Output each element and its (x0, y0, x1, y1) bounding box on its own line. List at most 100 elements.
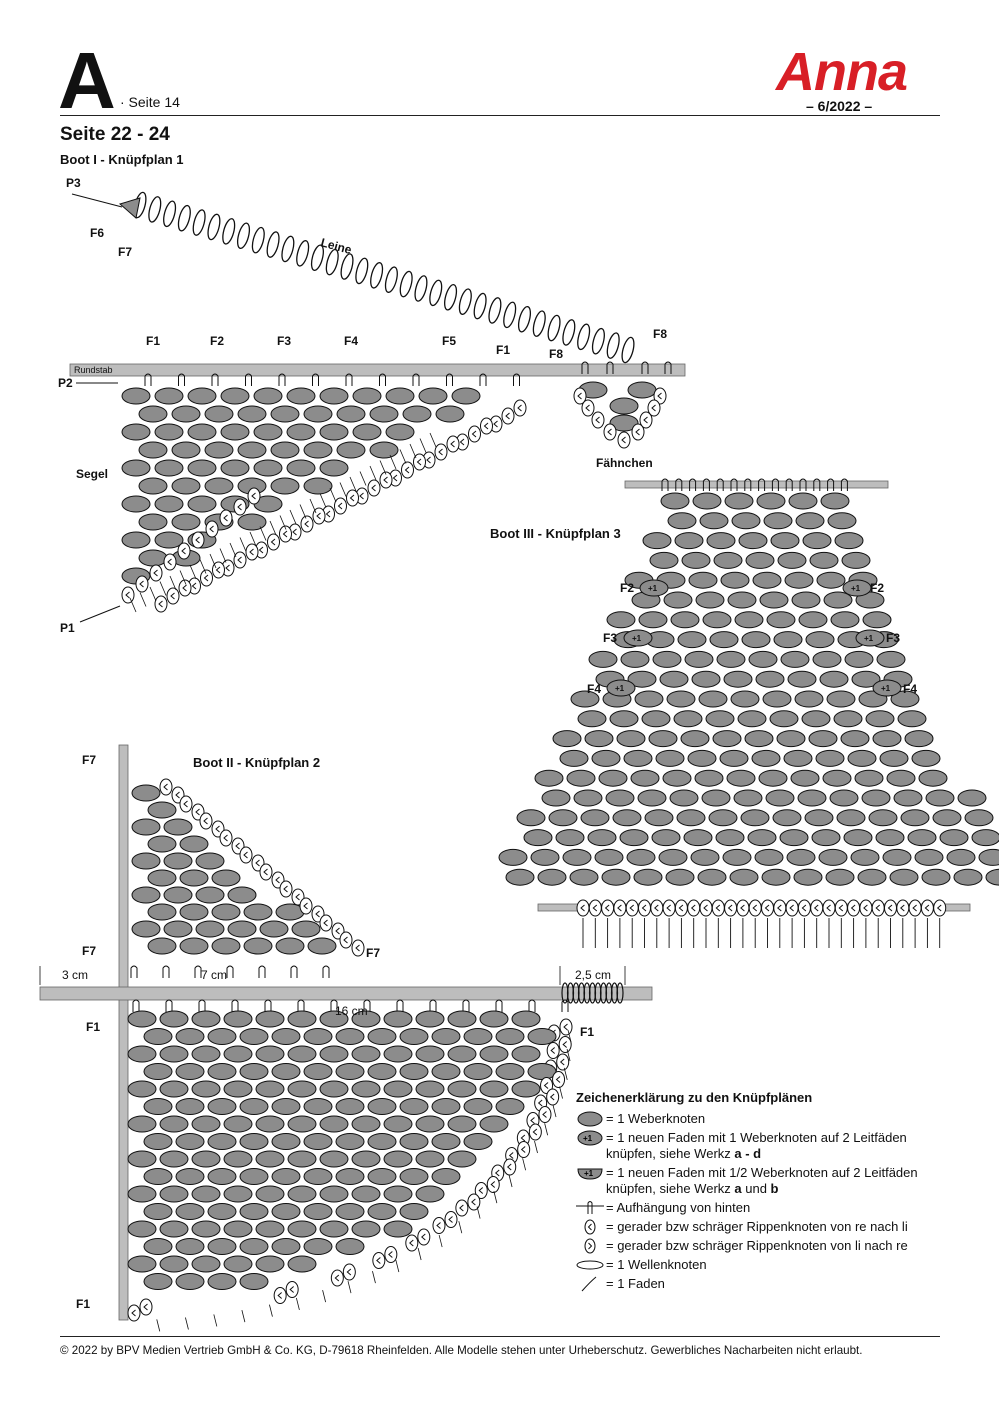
coil-loop (517, 305, 532, 333)
weberknoten (319, 459, 349, 477)
weberknoten (833, 710, 863, 728)
rippenknoten (330, 1269, 344, 1287)
weberknoten (886, 769, 916, 787)
legend: Zeichenerklärung zu den Knüpfplänen = 1 … (576, 1090, 956, 1295)
legend-item-plus-full: +1= 1 neuen Faden mit 1 Weberknoten auf … (576, 1130, 956, 1162)
coil-loop (488, 297, 502, 324)
weberknoten (383, 1010, 413, 1028)
weberknoten (307, 937, 337, 955)
weberknoten (623, 749, 653, 767)
legend-item-haenger: = Aufhängung von hinten (576, 1200, 956, 1216)
leine-half-knot (118, 197, 141, 219)
weberknoten (385, 387, 415, 405)
weberknoten (255, 1045, 285, 1063)
plus-full-icon: +1 (576, 1130, 606, 1146)
rippenknoten (219, 829, 233, 847)
weberknoten (925, 789, 955, 807)
weberknoten (744, 730, 774, 748)
weberknoten (287, 1115, 317, 1133)
weberknoten (191, 1150, 221, 1168)
hanger-loop (264, 999, 272, 1013)
rippenknoten (785, 899, 799, 917)
weberknoten (609, 397, 639, 415)
b2-label-f7-right: F7 (366, 946, 380, 960)
weberknoten (143, 1098, 173, 1115)
weberknoten (303, 1133, 333, 1150)
b3-label-f4-left: F4 (587, 682, 601, 696)
weberknoten (303, 1238, 333, 1255)
boot2-horizontal-rod (39, 986, 653, 1001)
weberknoten (964, 809, 994, 827)
weberknoten (670, 611, 700, 629)
weberknoten (641, 710, 671, 728)
weberknoten (220, 459, 250, 477)
coil-loop (281, 235, 295, 263)
rippenknoten (631, 423, 645, 441)
weberknoten (479, 1080, 509, 1098)
weberknoten (207, 1098, 237, 1115)
weberknoten (447, 1045, 477, 1063)
section-title: Seite 22 - 24 (60, 124, 170, 145)
weberknoten (237, 513, 267, 531)
weberknoten (415, 1080, 445, 1098)
weberknoten (159, 1010, 189, 1028)
legend-title: Zeichenerklärung zu den Knüpfplänen (576, 1090, 813, 1105)
weberknoten (223, 1115, 253, 1133)
coil-loop (177, 204, 191, 232)
rippenknoten (699, 899, 713, 917)
coil-loop (148, 196, 162, 223)
rippenknoten (603, 423, 617, 441)
weberknoten (335, 1168, 365, 1185)
weberknoten (745, 551, 775, 569)
fringe-strand (329, 487, 337, 503)
coil-loop (251, 226, 265, 254)
weberknoten (737, 710, 767, 728)
weberknoten (191, 1185, 221, 1203)
b2-label-f7-top: F7 (82, 753, 96, 767)
weberknoten (127, 1185, 157, 1203)
footer-copyright: © 2022 by BPV Medien Vertrieb GmbH & Co.… (60, 1344, 863, 1357)
fringe-strand (319, 493, 327, 508)
weberknoten (239, 1168, 269, 1185)
legend-item-weberknoten: = 1 Weberknoten (576, 1111, 956, 1127)
weberknoten (237, 405, 267, 423)
weberknoten (793, 868, 823, 886)
weberknoten (681, 551, 711, 569)
weberknoten (227, 886, 257, 904)
hanger-loop (231, 999, 239, 1013)
rippenknoten (711, 899, 725, 917)
rippenknoten (517, 1141, 531, 1158)
weberknoten (303, 405, 333, 423)
weberknoten (834, 532, 864, 550)
weberknoten (255, 1080, 285, 1098)
rippenknoten (884, 899, 897, 917)
weberknoten (239, 1133, 269, 1150)
fringe-strand (349, 476, 357, 492)
rippenknoten (346, 489, 359, 507)
coil-loop (621, 336, 635, 364)
weberknoten (175, 1028, 205, 1045)
weberknoten (762, 690, 792, 708)
label-f1b: F1 (496, 343, 510, 357)
weberknoten (175, 1098, 205, 1115)
weberknoten (207, 1168, 237, 1185)
weberknoten (726, 769, 756, 787)
weberknoten (138, 513, 168, 531)
weberknoten (723, 670, 753, 688)
weberknoten (651, 829, 681, 847)
weberknoten (918, 769, 948, 787)
weberknoten (399, 1133, 429, 1150)
weberknoten (559, 749, 589, 767)
weberknoten (552, 730, 582, 748)
svg-text:+1: +1 (583, 1134, 593, 1143)
weberknoten (187, 495, 217, 513)
weberknoten (127, 1150, 157, 1168)
weberknoten (204, 441, 234, 459)
rippenknoten (285, 1281, 299, 1298)
weberknoten (580, 809, 610, 827)
coil-loop (370, 262, 384, 289)
weberknoten (588, 650, 618, 668)
weberknoten-icon (576, 1111, 606, 1127)
weberknoten (447, 1150, 477, 1168)
weberknoten (804, 809, 834, 827)
